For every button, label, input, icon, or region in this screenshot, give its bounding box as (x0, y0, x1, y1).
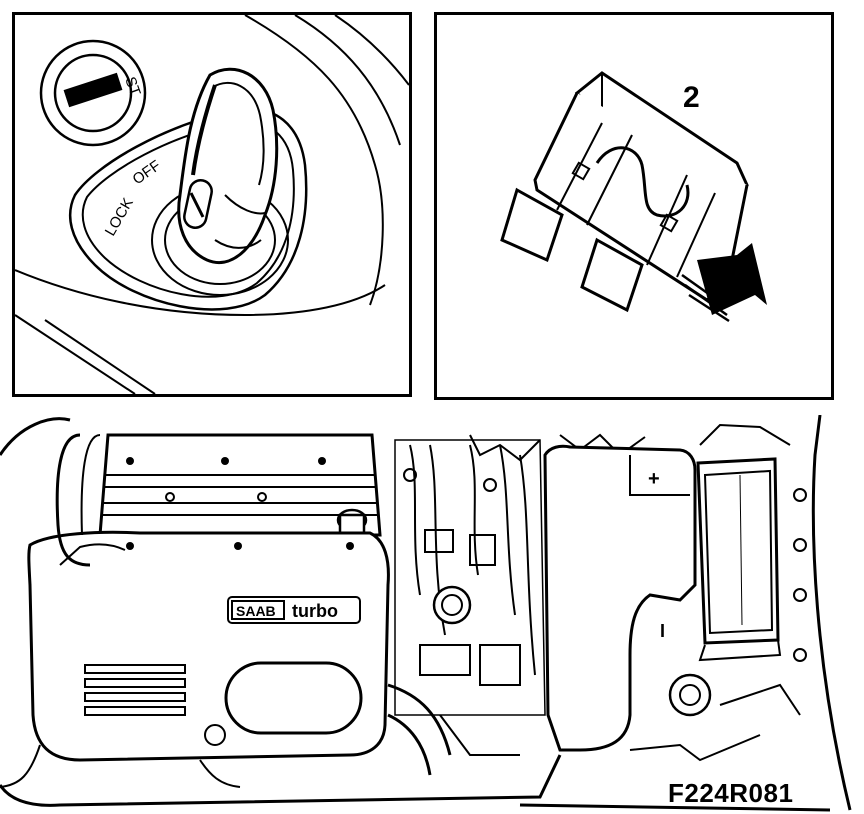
brand-label: SAAB (236, 603, 276, 619)
engine-cover: SAAB turbo (27, 530, 390, 762)
figure-code: F224R081 (668, 778, 794, 808)
battery-cover: + I (543, 444, 697, 752)
fuse-panel: 2 (434, 12, 834, 400)
engine-bay-panel: SAAB turbo (0, 415, 864, 814)
insert-arrow-icon (681, 243, 767, 323)
engine-components (394, 433, 646, 756)
fuse-illustration: 2 (500, 71, 767, 323)
battery-plus-label: + (648, 468, 660, 490)
ignition-switch-illustration: ST LOCK OFF (15, 15, 409, 394)
ignition-switch-panel: ST LOCK OFF (12, 12, 412, 397)
st-lock-cylinder: ST (39, 39, 147, 147)
battery-minus-label: I (660, 621, 665, 641)
st-label: ST (121, 75, 144, 99)
engine-bay-illustration: SAAB turbo (0, 415, 852, 812)
cam-cover (98, 433, 382, 539)
lock-label: LOCK (102, 195, 137, 239)
fuse-box (696, 457, 782, 662)
key-head (177, 67, 279, 265)
off-label: OFF (130, 157, 164, 188)
model-label: turbo (292, 601, 338, 621)
blade-fuse (500, 71, 749, 313)
fuse-number-label: 2 (683, 81, 700, 114)
